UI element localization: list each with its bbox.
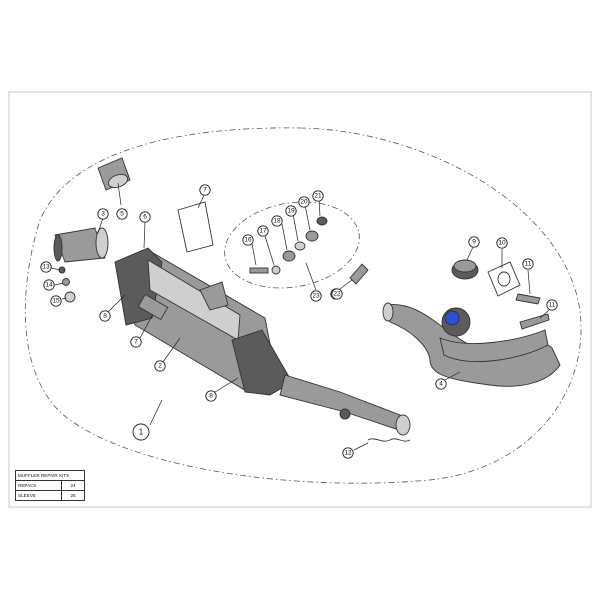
callout-3: 3 [97, 208, 109, 220]
svg-text:2: 2 [158, 363, 162, 370]
callout-23: 23 [310, 290, 322, 302]
callout-22: 22 [331, 288, 343, 300]
callout-20: 20 [298, 196, 310, 208]
svg-text:9: 9 [472, 239, 476, 246]
heat-shield-plate-part [177, 201, 214, 253]
grease-tube-part [349, 263, 369, 285]
svg-text:1: 1 [139, 428, 144, 437]
callout-2: 2 [154, 360, 166, 372]
callout-21: 21 [312, 190, 324, 202]
callout-17: 17 [257, 225, 269, 237]
svg-text:15: 15 [52, 298, 60, 305]
table-title: MUFFLER REPAIR KITS [15, 470, 85, 481]
sensor-plug-part [515, 293, 550, 330]
svg-text:4: 4 [439, 381, 443, 388]
leader-lines [50, 182, 550, 451]
svg-text:8: 8 [209, 393, 213, 400]
svg-text:14: 14 [45, 282, 53, 289]
svg-text:11: 11 [525, 261, 532, 268]
callout-6: 6 [139, 211, 151, 223]
callout-8a: 8 [99, 310, 111, 322]
hardware-kit-outline [224, 201, 360, 289]
svg-text:20: 20 [300, 199, 308, 206]
muffler-body-part [114, 247, 293, 396]
flange-hole [497, 271, 511, 287]
small-hardware-parts [58, 266, 76, 303]
callout-14: 14 [43, 279, 55, 291]
callout-15: 15 [50, 295, 62, 307]
kit-outline [24, 127, 582, 484]
callout-7a: 7 [199, 184, 211, 196]
callout-18: 18 [271, 215, 283, 227]
svg-text:19: 19 [287, 208, 295, 215]
callout-13: 13 [40, 261, 52, 273]
callout-4: 4 [435, 378, 447, 390]
callout-5: 5 [116, 208, 128, 220]
sleeve-part [451, 259, 479, 280]
end-cap-part [97, 157, 131, 191]
svg-text:18: 18 [273, 218, 281, 225]
callout-8b: 8 [205, 390, 217, 402]
bolt-washer-kit-parts [249, 216, 328, 275]
svg-text:16: 16 [244, 237, 252, 244]
svg-text:3: 3 [101, 211, 105, 218]
spring-clamp-part [367, 438, 411, 442]
mid-pipe-part [279, 374, 411, 436]
muffler-repair-kits-table: MUFFLER REPAIR KITS REPACK 24 SLEEVE 25 [15, 470, 85, 501]
callout-1: 1 [132, 423, 150, 441]
link-pipe-part [53, 227, 109, 263]
svg-text:12: 12 [344, 450, 352, 457]
callout-7b: 7 [130, 336, 142, 348]
callout-10: 10 [496, 237, 508, 249]
callout-11a: 11 [522, 258, 534, 270]
table-row: SLEEVE 25 [15, 490, 85, 501]
callout-12: 12 [342, 447, 354, 459]
svg-text:17: 17 [259, 228, 267, 235]
table-row: REPACK 24 [15, 480, 85, 491]
svg-text:22: 22 [333, 291, 341, 298]
callout-9: 9 [468, 236, 480, 248]
callout-11b: 11 [546, 299, 558, 311]
callout-16: 16 [242, 234, 254, 246]
kit-label: REPACK [15, 480, 62, 491]
svg-text:7: 7 [203, 187, 207, 194]
svg-text:8: 8 [103, 313, 107, 320]
header-pipe-part [382, 302, 561, 387]
callout-19: 19 [285, 205, 297, 217]
svg-text:6: 6 [143, 214, 147, 221]
svg-text:13: 13 [42, 264, 50, 271]
drawing-frame [8, 91, 592, 508]
svg-text:7: 7 [134, 339, 138, 346]
kit-number: 24 [61, 480, 85, 491]
svg-text:5: 5 [120, 211, 124, 218]
svg-text:10: 10 [498, 240, 506, 247]
svg-text:11: 11 [549, 302, 556, 309]
kit-number: 25 [61, 490, 85, 501]
svg-text:21: 21 [314, 193, 322, 200]
kit-label: SLEEVE [15, 490, 62, 501]
svg-text:23: 23 [312, 293, 320, 300]
